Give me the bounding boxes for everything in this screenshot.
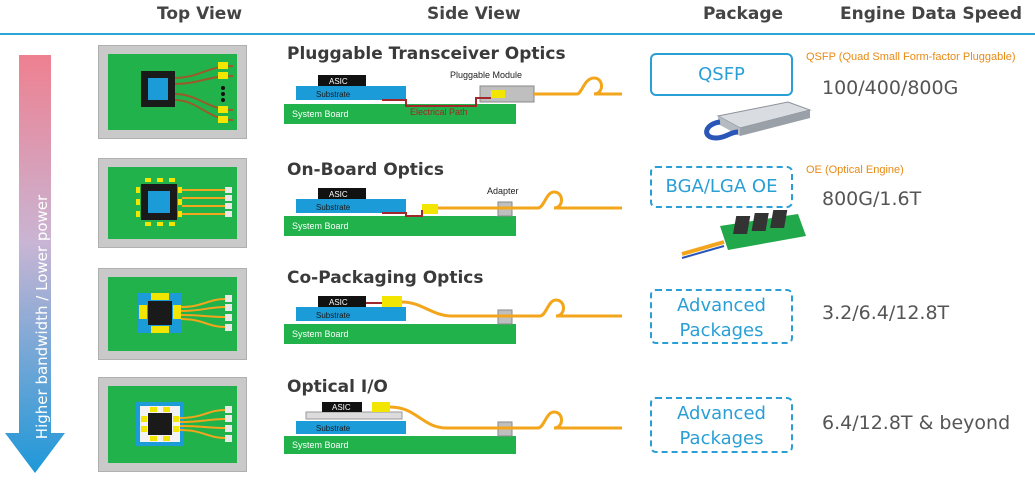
- package-line2: Packages: [679, 428, 764, 449]
- system-board-label: System Board: [292, 440, 349, 450]
- row-title-optical-io: Optical I/O: [287, 377, 388, 397]
- header-engine-speed: Engine Data Speed: [840, 4, 1023, 24]
- speed-onboard: 800G/1.6T: [822, 188, 922, 210]
- asic-label: ASIC: [329, 298, 348, 307]
- side-view-copackaging: ASIC Substrate System Board: [284, 296, 622, 344]
- side-view-pluggable: ASIC Substrate System Board Pluggable Mo…: [284, 70, 622, 124]
- electrical-path-label: Electrical Path: [410, 107, 468, 117]
- top-view-onboard: [98, 158, 247, 248]
- substrate-label: Substrate: [316, 424, 351, 433]
- top-view-copackaging: [98, 268, 247, 360]
- speed-copackaging: 3.2/6.4/12.8T: [822, 302, 950, 324]
- substrate-label: Substrate: [316, 203, 351, 212]
- substrate-label: Substrate: [316, 311, 351, 320]
- row-title-copackaging: Co-Packaging Optics: [287, 268, 484, 288]
- substrate-label: Substrate: [316, 90, 351, 99]
- system-board-label: System Board: [292, 329, 349, 339]
- header-package: Package: [703, 4, 784, 24]
- package-line2: Packages: [679, 320, 764, 341]
- system-board-label: System Board: [292, 221, 349, 231]
- header-top-view: Top View: [157, 4, 243, 24]
- header-divider: [0, 33, 1035, 35]
- asic-label: ASIC: [329, 190, 348, 199]
- system-board-label: System Board: [292, 109, 349, 119]
- package-line1: Advanced: [677, 403, 766, 424]
- optical-engine-board-icon: [681, 210, 806, 259]
- asic-label: ASIC: [332, 403, 351, 412]
- header-side-view: Side View: [427, 4, 521, 24]
- side-view-optical-io: ASIC Substrate System Board: [284, 402, 622, 454]
- note-oe: OE (Optical Engine): [806, 164, 904, 176]
- adapter-label: Adapter: [487, 186, 519, 196]
- speed-optical-io: 6.4/12.8T & beyond: [822, 412, 1011, 434]
- bandwidth-arrow: Higher bandwidth / Lower power: [5, 55, 65, 475]
- top-view-pluggable: [98, 45, 247, 139]
- package-qsfp: QSFP: [650, 53, 793, 96]
- pluggable-module-label: Pluggable Module: [450, 70, 522, 80]
- row-title-pluggable: Pluggable Transceiver Optics: [287, 44, 566, 64]
- qsfp-module-icon: [704, 101, 812, 141]
- package-advanced-copackaging: Advanced Packages: [650, 289, 793, 344]
- package-bga-lga: BGA/LGA OE: [650, 166, 793, 208]
- asic-label: ASIC: [329, 77, 348, 86]
- note-qsfp: QSFP (Quad Small Form-factor Pluggable): [806, 51, 1016, 63]
- speed-pluggable: 100/400/800G: [822, 77, 959, 99]
- package-advanced-optical-io: Advanced Packages: [650, 397, 793, 453]
- arrow-label: Higher bandwidth / Lower power: [33, 194, 51, 440]
- package-line1: Advanced: [677, 295, 766, 316]
- row-title-onboard: On-Board Optics: [287, 160, 444, 180]
- side-view-onboard: ASIC Substrate System Board Adapter: [284, 186, 622, 236]
- top-view-optical-io: [98, 377, 247, 472]
